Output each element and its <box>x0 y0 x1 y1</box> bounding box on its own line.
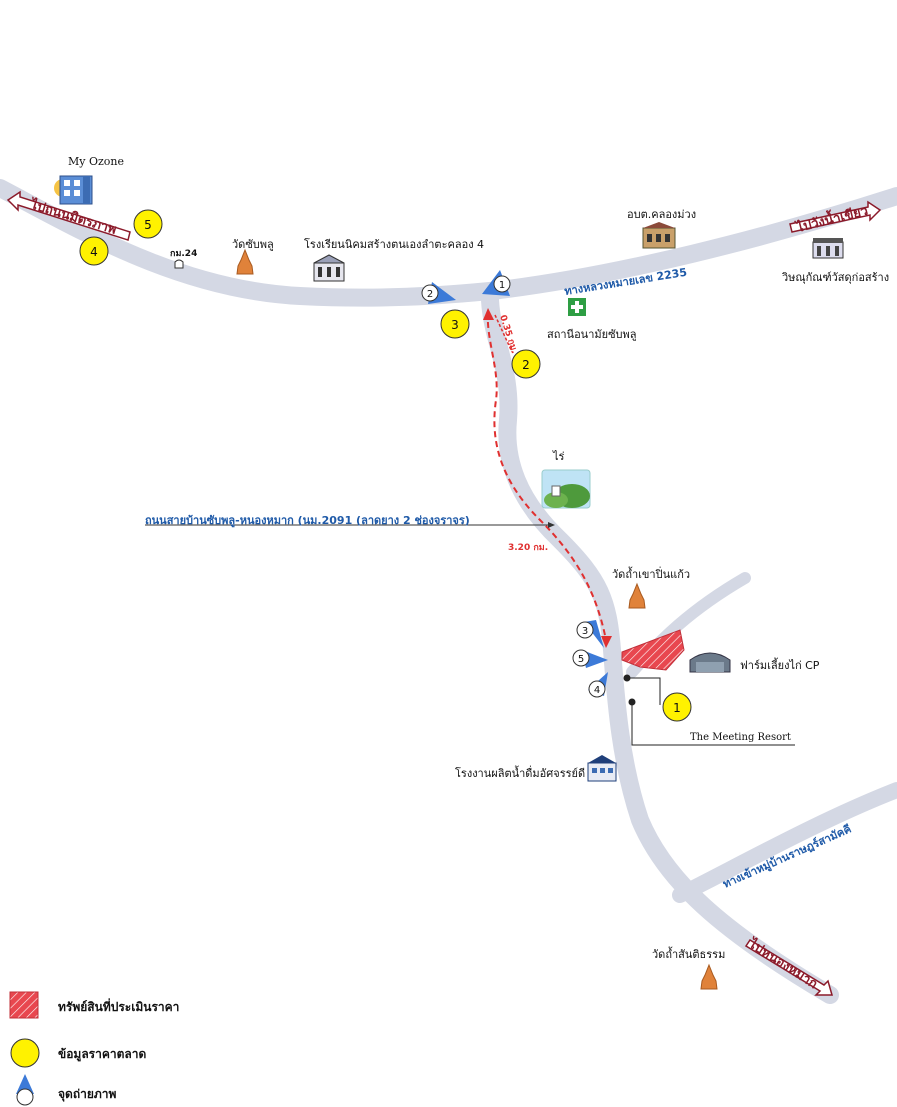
temple-icon-tham-santi <box>700 963 718 990</box>
legend-property-swatch <box>9 991 39 1019</box>
market-point-label: 3 <box>451 318 459 332</box>
label-km24: กม.24 <box>170 249 198 259</box>
photo-point-label: 1 <box>499 280 505 291</box>
photo-points: 1 2 3 5 4 <box>421 270 608 698</box>
photo-point-4: 4 <box>588 672 608 698</box>
legend-photo-label: จุดถ่ายภาพ <box>58 1087 117 1101</box>
market-point-label: 5 <box>144 218 152 232</box>
health-station-icon <box>568 298 586 316</box>
photo-point-5: 5 <box>572 649 608 668</box>
label-water-factory: โรงงานผลิตน้ำดื่มอัศจรรย์ดี <box>455 767 586 780</box>
km-marker-icon <box>174 259 184 269</box>
building-icon <box>54 175 93 205</box>
legend-photo-swatch <box>16 1074 34 1106</box>
market-point-3: 3 <box>440 309 470 339</box>
property-parcel <box>621 629 685 671</box>
market-point-2: 2 <box>511 349 541 379</box>
road-arrow-nong-mak <box>744 938 833 996</box>
resort-pointer <box>623 674 795 746</box>
market-point-label: 1 <box>673 701 681 715</box>
highway-2235-road <box>0 179 897 307</box>
market-point-1: 1 <box>662 692 692 722</box>
government-office-icon <box>642 222 676 249</box>
label-store: วิษณุกัณฑ์วัสดุก่อสร้าง <box>782 271 890 284</box>
label-obt: อบต.คลองม่วง <box>627 208 697 221</box>
photo-point-label: 5 <box>578 654 584 665</box>
label-cp-farm: ฟาร์มเลี้ยงไก่ CP <box>740 659 820 672</box>
label-wat-sub-phlu: วัดซับพลู <box>232 238 274 251</box>
temple-icon-sub-phlu <box>236 248 254 275</box>
label-farm: ไร่ <box>553 450 565 463</box>
legend-property-label: ทรัพย์สินที่ประเมินราคา <box>58 1000 180 1014</box>
label-school: โรงเรียนนิคมสร้างตนเองลำตะคลอง 4 <box>304 238 485 251</box>
market-points: 5 4 3 2 1 <box>79 209 692 722</box>
road-arrow-wang-nam-khiao <box>789 200 882 233</box>
label-main-road: ถนนสายบ้านซับพลู-หนองหมาก (นม.2091 (ลาดย… <box>145 514 470 527</box>
label-distance-2: 3.20 กม. <box>508 543 549 553</box>
label-health-station: สถานีอนามัยซับพลู <box>547 328 637 341</box>
factory-icon <box>587 755 617 782</box>
farm-building-icon <box>689 652 731 673</box>
market-point-4: 4 <box>79 236 109 266</box>
photo-point-label: 3 <box>582 626 588 637</box>
school-icon <box>313 254 345 282</box>
market-point-label: 2 <box>522 358 530 372</box>
label-meeting-resort: The Meeting Resort <box>690 732 791 743</box>
main-road <box>481 291 839 1004</box>
village-road <box>672 782 897 903</box>
label-my-ozone: My Ozone <box>68 155 125 168</box>
label-wat-tham-santi: วัดถ้ำสันติธรรม <box>652 948 726 961</box>
market-point-label: 4 <box>90 245 98 259</box>
temple-icon-tham-khao <box>628 582 646 609</box>
legend-market-swatch <box>10 1038 40 1068</box>
route-path <box>483 308 612 648</box>
label-wat-tham-khao: วัดถ้ำเขาปิ่นแก้ว <box>612 568 691 581</box>
store-icon <box>812 238 844 259</box>
photo-point-1: 1 <box>482 270 511 296</box>
market-point-5: 5 <box>133 209 163 239</box>
legend-market-label: ข้อมูลราคาตลาด <box>58 1047 147 1061</box>
road-label-nong-mak: ไปหนองหมาก <box>744 934 821 992</box>
photo-point-2: 2 <box>421 282 456 304</box>
photo-point-3: 3 <box>576 620 604 648</box>
farm-icon <box>541 469 591 509</box>
photo-point-label: 2 <box>427 289 433 300</box>
photo-point-label: 4 <box>594 685 600 696</box>
road-arrow-mittraphap <box>6 190 131 241</box>
